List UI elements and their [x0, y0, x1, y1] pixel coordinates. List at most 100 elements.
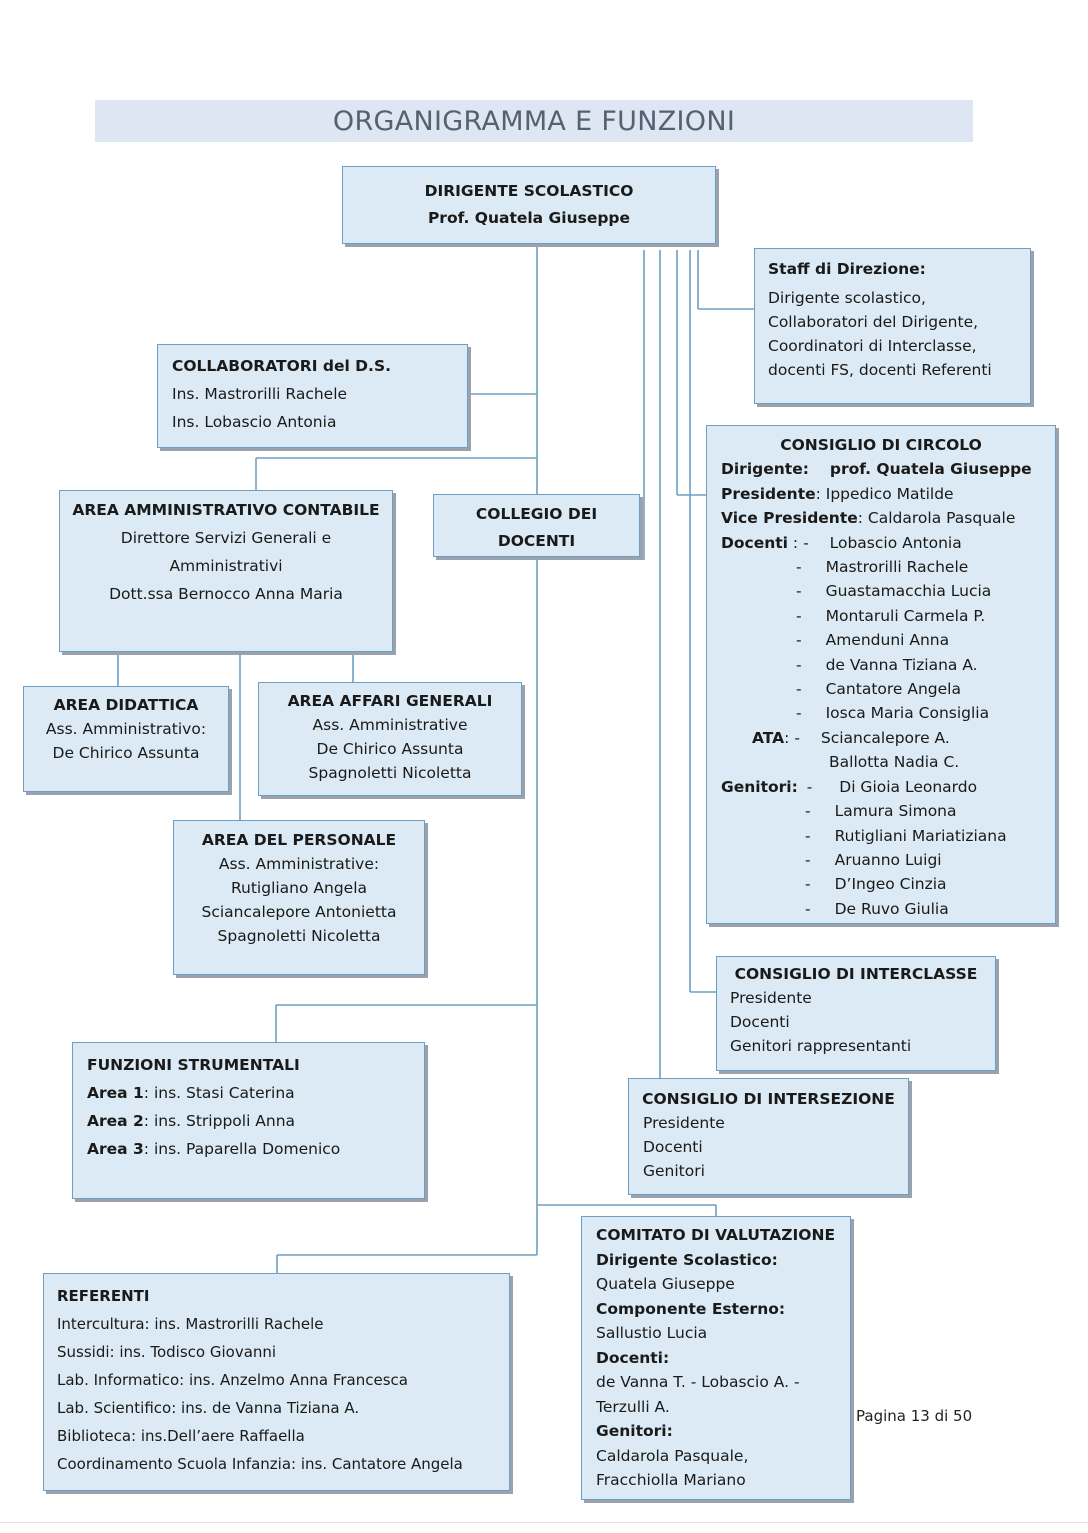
consiglio-interclasse-line: Docenti	[730, 1013, 790, 1031]
funzioni-area-label: Area 2	[87, 1112, 144, 1130]
consiglio-intersezione-line: Docenti	[643, 1138, 703, 1156]
consiglio-intersezione-line: Genitori	[643, 1162, 705, 1180]
collaboratori-line: Ins. Lobascio Antonia	[172, 413, 337, 431]
genitore-name: Rutigliani Mariatiziana	[834, 826, 1007, 845]
area-affari-line: Ass. Amministrative	[312, 716, 468, 734]
consiglio-circolo-vice: Vice Presidente: Caldarola Pasquale	[721, 506, 1055, 530]
list-dash: -	[796, 606, 802, 625]
docente-row: - Iosca Maria Consiglia	[721, 701, 1055, 725]
funzioni-box: FUNZIONI STRUMENTALI Area 1: ins. Stasi …	[72, 1042, 425, 1199]
presidente-value: : Ippedico Matilde	[815, 484, 954, 503]
consiglio-circolo-docenti-row: Docenti : - Lobascio Antonia	[721, 531, 1055, 555]
comitato-esterno-value: Sallustio Lucia	[596, 1324, 708, 1342]
page-title: ORGANIGRAMMA E FUNZIONI	[332, 105, 736, 137]
list-dash: -	[805, 826, 811, 845]
list-dash: -	[796, 558, 802, 577]
docente-name: Amenduni Anna	[825, 631, 950, 650]
comitato-dirigente-value: Quatela Giuseppe	[596, 1275, 735, 1293]
funzioni-heading: FUNZIONI STRUMENTALI	[87, 1056, 300, 1074]
area-personale-line: Sciancalepore Antonietta	[201, 903, 397, 921]
area-didattica-heading: AREA DIDATTICA	[53, 696, 199, 714]
collaboratori-heading: COLLABORATORI del D.S.	[172, 357, 391, 375]
comitato-box: COMITATO DI VALUTAZIONE Dirigente Scolas…	[581, 1216, 851, 1500]
bottom-divider	[0, 1522, 1088, 1523]
list-dash: -	[805, 899, 811, 918]
docente-row: -Montaruli Carmela P.	[721, 604, 1055, 628]
consiglio-circolo-presidente: Presidente: Ippedico Matilde	[721, 482, 1055, 506]
area-amministrativo-box: AREA AMMINISTRATIVO CONTABILE Direttore …	[59, 490, 393, 652]
area-didattica-box: AREA DIDATTICA Ass. Amministrativo: De C…	[23, 686, 229, 792]
funzioni-item: Area 3: ins. Paparella Domenico	[87, 1135, 424, 1163]
collegio-line: COLLEGIO DEI	[475, 505, 598, 523]
funzioni-area-value: : ins. Stasi Caterina	[143, 1084, 295, 1102]
collegio-box: COLLEGIO DEI DOCENTI	[433, 494, 640, 557]
ata-row: Ballotta Nadia C.	[721, 750, 1055, 774]
comitato-genitori-label: Genitori:	[596, 1422, 673, 1440]
list-dash: -	[796, 704, 802, 723]
funzioni-area-value: : ins. Paparella Domenico	[143, 1140, 341, 1158]
ata-name: Ballotta Nadia C.	[829, 753, 960, 772]
comitato-dirigente-label: Dirigente Scolastico:	[596, 1250, 778, 1269]
vice-label: Vice Presidente	[721, 509, 858, 528]
genitore-row: -De Ruvo Giulia	[721, 897, 1055, 921]
dirigente-box: DIRIGENTE SCOLASTICO Prof. Quatela Giuse…	[342, 166, 716, 244]
referenti-heading: REFERENTI	[57, 1287, 150, 1305]
list-dash: -	[796, 582, 802, 601]
docente-name: Mastrorilli Rachele	[825, 558, 969, 577]
consiglio-circolo-heading: CONSIGLIO DI CIRCOLO	[780, 436, 982, 454]
docenti-separator: : -	[792, 533, 809, 552]
docente-name: de Vanna Tiziana A.	[825, 655, 978, 674]
comitato-genitori-line: Fracchiolla Mariano	[596, 1471, 746, 1489]
list-dash: -	[796, 680, 802, 699]
area-amministrativo-line: Amministrativi	[169, 557, 283, 575]
docente-name: Cantatore Angela	[825, 680, 961, 699]
genitore-row: -Aruanno Luigi	[721, 848, 1055, 872]
list-dash: -	[796, 631, 802, 650]
area-personale-line: Spagnoletti Nicoletta	[217, 927, 381, 945]
collegio-line: DOCENTI	[497, 532, 576, 550]
staff-line: docenti FS, docenti Referenti	[768, 361, 992, 379]
comitato-esterno-label: Componente Esterno:	[596, 1299, 786, 1318]
consiglio-interclasse-box: CONSIGLIO DI INTERCLASSE Presidente Doce…	[716, 956, 996, 1071]
genitore-name: Lamura Simona	[834, 802, 957, 821]
genitori-label: Genitori:	[721, 777, 798, 796]
docente-row: - Amenduni Anna	[721, 628, 1055, 652]
genitore-row: - Lamura Simona	[721, 799, 1055, 823]
area-affari-box: AREA AFFARI GENERALI Ass. Amministrative…	[258, 682, 522, 796]
dirigente-heading: DIRIGENTE SCOLASTICO	[424, 182, 634, 200]
page-title-bar: ORGANIGRAMMA E FUNZIONI	[95, 100, 973, 142]
area-affari-line: De Chirico Assunta	[316, 740, 464, 758]
genitore-row: - Rutigliani Mariatiziana	[721, 824, 1055, 848]
staff-box: Staff di Direzione: Dirigente scolastico…	[754, 248, 1031, 404]
area-personale-line: Rutigliano Angela	[230, 879, 368, 897]
list-dash: -	[806, 777, 813, 796]
docente-row: - Guastamacchia Lucia	[721, 579, 1055, 603]
docente-name: Iosca Maria Consiglia	[825, 704, 990, 723]
consiglio-circolo-genitori-row: Genitori: - Di Gioia Leonardo	[721, 775, 1055, 799]
funzioni-area-value: : ins. Strippoli Anna	[143, 1112, 296, 1130]
area-affari-line: Spagnoletti Nicoletta	[308, 764, 472, 782]
consiglio-circolo-dirigente: Dirigente: prof. Quatela Giuseppe	[721, 457, 1055, 481]
referente-line: Intercultura: ins. Mastrorilli Rachele	[57, 1315, 324, 1333]
area-didattica-line: De Chirico Assunta	[52, 744, 200, 762]
docenti-label: Docenti	[721, 533, 788, 552]
consiglio-interclasse-line: Genitori rappresentanti	[730, 1037, 912, 1055]
funzioni-area-label: Area 3	[87, 1140, 144, 1158]
referente-line: Lab. Informatico: ins. Anzelmo Anna Fran…	[57, 1371, 408, 1389]
area-personale-box: AREA DEL PERSONALE Ass. Amministrative: …	[173, 820, 425, 975]
area-personale-heading: AREA DEL PERSONALE	[201, 831, 397, 849]
funzioni-area-label: Area 1	[87, 1084, 144, 1102]
comitato-docenti-line: de Vanna T. - Lobascio A. -	[596, 1373, 800, 1391]
docente-row: - Cantatore Angela	[721, 677, 1055, 701]
collaboratori-line: Ins. Mastrorilli Rachele	[172, 385, 348, 403]
referenti-box: REFERENTI Intercultura: ins. Mastrorilli…	[43, 1273, 510, 1491]
docente-name: Lobascio Antonia	[829, 533, 962, 552]
area-amministrativo-line: Direttore Servizi Generali e	[120, 529, 332, 547]
list-dash: -	[805, 802, 811, 821]
referente-line: Biblioteca: ins.Dell’aere Raffaella	[57, 1427, 305, 1445]
consiglio-intersezione-line: Presidente	[643, 1114, 725, 1132]
dirigente-label: Dirigente:	[721, 460, 809, 479]
docente-name: Guastamacchia Lucia	[825, 582, 992, 601]
list-dash: -	[796, 655, 802, 674]
